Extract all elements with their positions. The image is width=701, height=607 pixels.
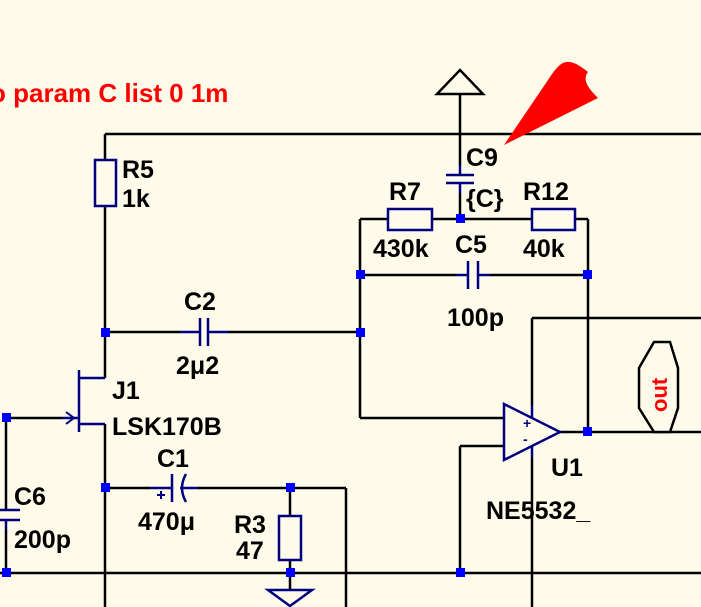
junctions: [2, 214, 592, 577]
out-net-label[interactable]: out: [637, 340, 680, 434]
r3-ref: R3: [234, 511, 266, 539]
r5-ref: R5: [122, 156, 154, 184]
c1-value: 470μ: [138, 508, 195, 536]
u1-ref: U1: [551, 454, 583, 482]
component-labels: R5 1k C9 {C} R7 430k R12 40k C5 100p C2 …: [14, 144, 591, 565]
junction-dot: [356, 328, 365, 337]
r5-value: 1k: [122, 185, 150, 213]
c1-symbol[interactable]: [150, 473, 198, 503]
r7-body[interactable]: [386, 207, 434, 232]
c6-ref: C6: [14, 483, 46, 511]
c2-ref: C2: [184, 288, 216, 316]
j1-symbol[interactable]: [62, 370, 105, 432]
r3-value: 47: [236, 537, 264, 565]
spice-directive[interactable]: o param C list 0 1m: [0, 78, 228, 108]
junction-dot: [583, 427, 592, 436]
out-net-label-text: out: [647, 377, 672, 412]
u1-opamp[interactable]: [502, 401, 563, 463]
red-arrow-cursor-icon: [504, 61, 598, 145]
u1-minus-pin-label: -: [523, 431, 528, 447]
c9-value: {C}: [466, 185, 504, 213]
c6-symbol[interactable]: [0, 508, 20, 530]
u1-plus-pin-label: +: [523, 415, 531, 431]
components: [0, 68, 577, 607]
junction-dot: [356, 270, 365, 279]
r12-ref: R12: [523, 178, 569, 206]
c5-value: 100p: [447, 304, 504, 332]
r5-body[interactable]: [93, 158, 118, 208]
c2-value: 2μ2: [176, 352, 219, 380]
junction-dot: [286, 483, 295, 492]
junction-dot: [456, 568, 465, 577]
c1-ref: C1: [157, 445, 189, 473]
c9-ref: C9: [466, 144, 498, 172]
c2-symbol[interactable]: [180, 318, 228, 346]
r3-body[interactable]: [277, 514, 303, 562]
r12-body[interactable]: [530, 207, 577, 232]
c6-value: 200p: [14, 526, 71, 554]
c5-ref: C5: [455, 231, 487, 259]
junction-dot: [2, 568, 11, 577]
c9-symbol[interactable]: [446, 165, 474, 193]
junction-dot: [101, 483, 110, 492]
r12-value: 40k: [523, 235, 565, 263]
r7-value: 430k: [373, 235, 429, 263]
j1-value: LSK170B: [112, 413, 222, 441]
junction-dot: [101, 328, 110, 337]
c5-symbol[interactable]: [456, 261, 490, 289]
ground-icon: [264, 588, 316, 607]
u1-value: NE5532_: [486, 497, 591, 525]
junction-dot: [456, 214, 465, 223]
r7-ref: R7: [389, 178, 421, 206]
junction-dot: [583, 270, 592, 279]
j1-ref: J1: [112, 377, 140, 405]
vcc-flag: [434, 68, 486, 96]
junction-dot: [286, 568, 295, 577]
junction-dot: [2, 413, 11, 422]
wires: [0, 94, 701, 607]
